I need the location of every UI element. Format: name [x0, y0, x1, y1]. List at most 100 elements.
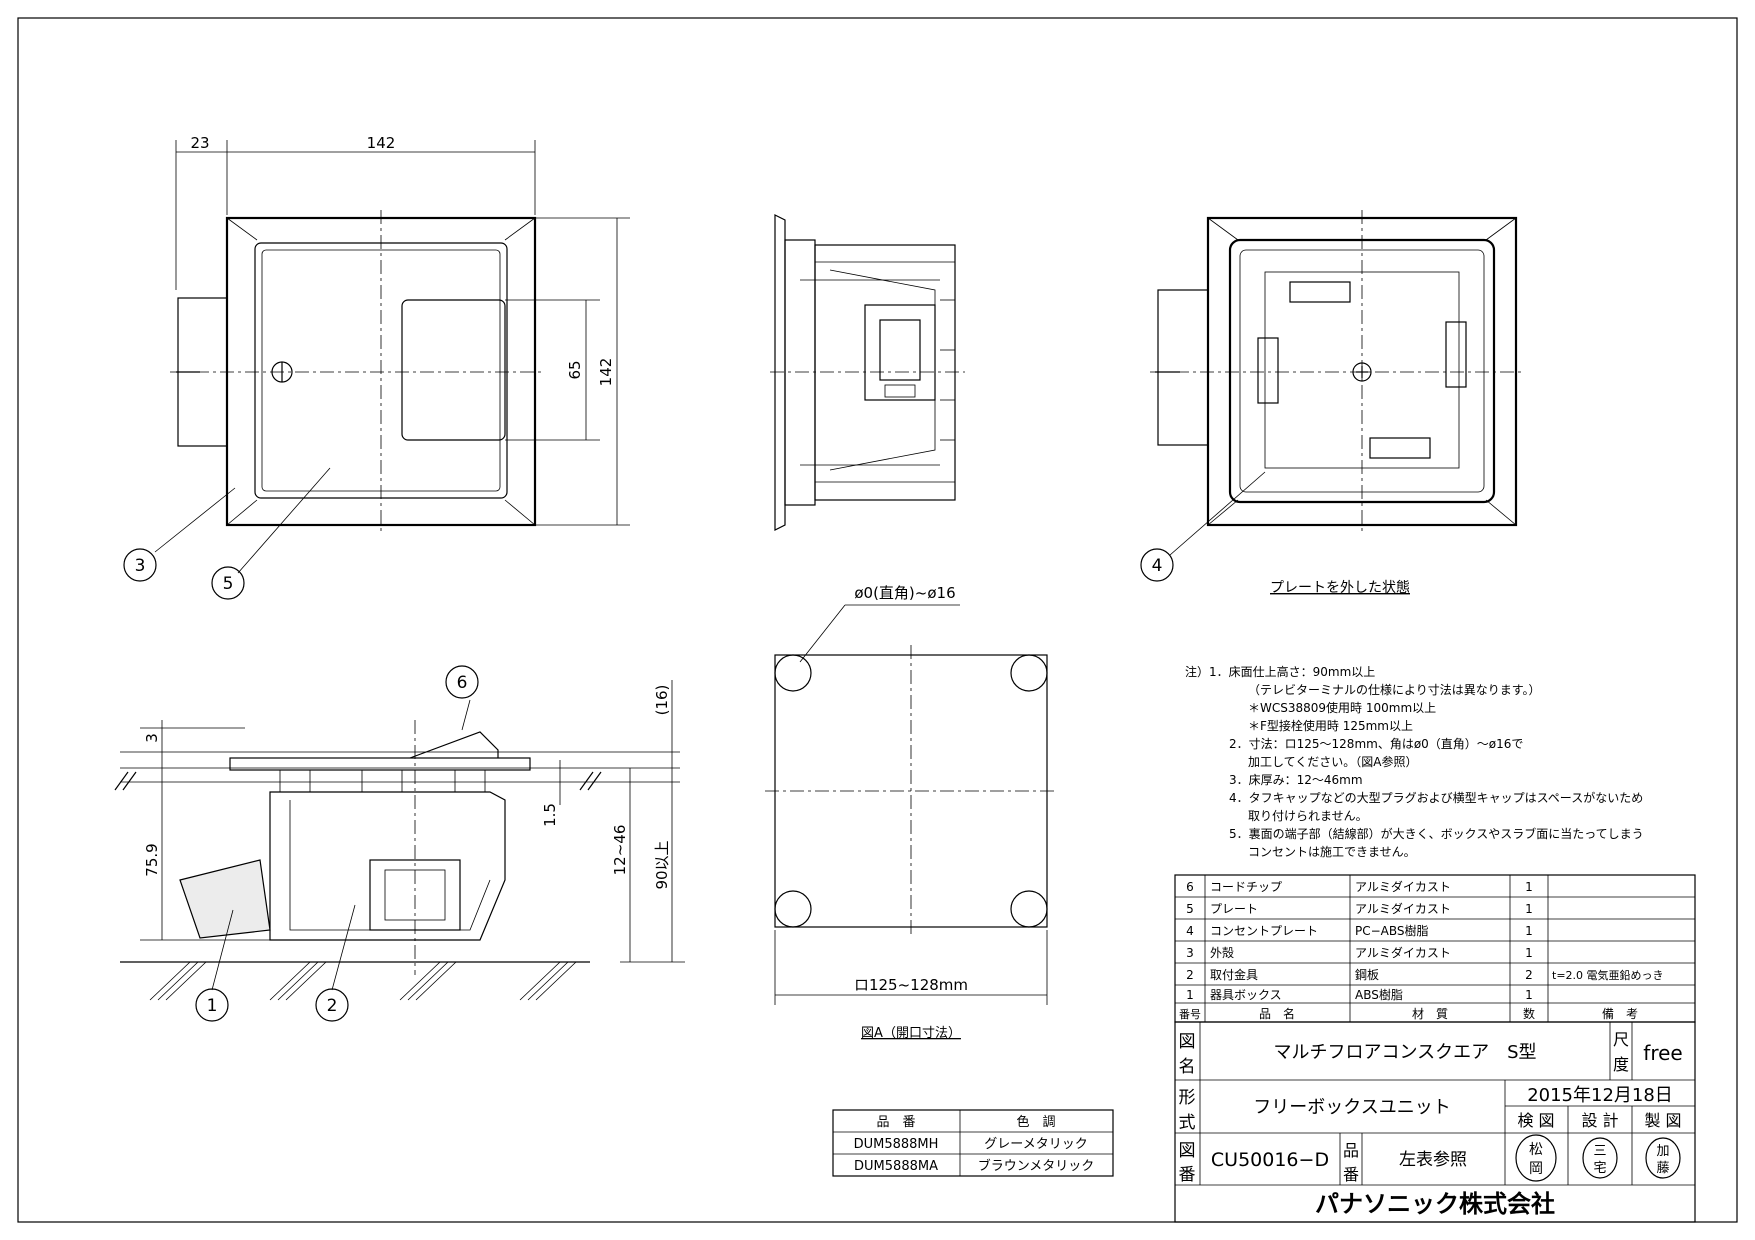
dim-12-46: 12~46: [611, 825, 629, 876]
dim-3: 3: [143, 733, 161, 743]
dim-1-5: 1.5: [541, 803, 559, 827]
title-name: マルチフロアコンスクエア S型: [1273, 1042, 1536, 1063]
variant-table: 品 番 色 調 DUM5888MH グレーメタリック DUM5888MA ブラウ…: [832, 1109, 1114, 1177]
variant-row-2-color: ブラウンメタリック: [978, 1158, 1095, 1174]
variant-header-color: 色 調: [1016, 1114, 1055, 1130]
title-type: フリーボックスユニット: [1253, 1097, 1450, 1118]
note-line-9: 取り付けられません。: [1248, 809, 1368, 823]
balloon-6: 6: [445, 665, 479, 699]
svg-text:2: 2: [1525, 968, 1533, 982]
svg-text:番号: 番号: [1179, 1008, 1201, 1021]
dim-75-9: 75.9: [143, 843, 161, 876]
svg-text:4: 4: [1186, 924, 1194, 938]
svg-text:加: 加: [1656, 1144, 1669, 1159]
balloon-2: 2: [315, 988, 349, 1022]
svg-text:3: 3: [1186, 946, 1194, 960]
svg-text:コードチップ: コードチップ: [1210, 880, 1282, 894]
svg-text:5: 5: [223, 574, 234, 594]
svg-text:アルミダイカスト: アルミダイカスト: [1355, 945, 1451, 960]
svg-text:t=2.0 電気亜鉛めっき: t=2.0 電気亜鉛めっき: [1552, 968, 1664, 982]
stamp-design: 三 宅: [1582, 1137, 1618, 1179]
svg-text:ABS樹脂: ABS樹脂: [1355, 987, 1403, 1002]
svg-text:材 質: 材 質: [1412, 1006, 1448, 1021]
label-name-2: 名: [1179, 1057, 1196, 1077]
svg-text:プレート: プレート: [1210, 902, 1258, 916]
variant-header-number: 品 番: [876, 1115, 915, 1130]
figure-a: [765, 604, 1057, 1005]
variant-row-1-number: DUM5888MH: [854, 1137, 939, 1152]
caption-plate-removed: プレートを外した状態: [1270, 580, 1410, 596]
svg-text:1: 1: [1525, 902, 1533, 916]
note-line-4: ＊F型接栓使用時 125mm以上: [1248, 718, 1413, 733]
svg-text:備 考: 備 考: [1602, 1006, 1638, 1021]
title-check: 検 図: [1517, 1111, 1554, 1130]
svg-text:図: 図: [1179, 1141, 1196, 1161]
label-name-1: 図: [1179, 1032, 1196, 1052]
title-scale: free: [1643, 1041, 1682, 1065]
svg-text:番: 番: [1179, 1165, 1196, 1185]
stamp-draw: 加 藤: [1645, 1137, 1681, 1179]
variant-row-2-number: DUM5888MA: [854, 1159, 938, 1174]
svg-text:1: 1: [1525, 880, 1533, 894]
plate-removed-view: [1150, 210, 1525, 556]
section-view: 3 75.9 1.5 12~46 (16) 90以上: [114, 680, 685, 1001]
svg-text:1: 1: [1525, 924, 1533, 938]
svg-text:アルミダイカスト: アルミダイカスト: [1355, 901, 1451, 916]
svg-text:番: 番: [1343, 1165, 1359, 1184]
top-view: 23 142 65 142: [154, 134, 630, 574]
svg-text:4: 4: [1152, 556, 1163, 576]
svg-text:宅: 宅: [1593, 1161, 1606, 1176]
company-name: パナソニック株式会社: [1315, 1190, 1555, 1218]
balloon-1: 1: [195, 988, 229, 1022]
stamp-check: 松 岡: [1515, 1134, 1557, 1182]
svg-text:岡: 岡: [1529, 1161, 1543, 1177]
dim-16: (16): [653, 685, 671, 716]
title-part: 左表参照: [1399, 1150, 1467, 1170]
sheet-border: [17, 17, 1738, 1223]
dim-142-side: 142: [597, 358, 615, 387]
title-number: CU50016−D: [1211, 1149, 1329, 1171]
svg-text:2: 2: [1186, 968, 1194, 982]
dim-23: 23: [190, 134, 209, 152]
svg-text:松: 松: [1529, 1142, 1543, 1158]
balloon-3: 3: [123, 548, 157, 582]
svg-text:形: 形: [1179, 1088, 1196, 1108]
svg-text:1: 1: [1525, 988, 1533, 1002]
note-line-7: 3．床厚み：12～46mm: [1229, 773, 1363, 787]
dim-hole-corner: ø0(直角)~ø16: [854, 584, 955, 602]
svg-text:品 名: 品 名: [1259, 1006, 1295, 1021]
note-line-6: 加工してください。（図A参照）: [1248, 754, 1418, 769]
title-date: 2015年12月18日: [1527, 1085, 1673, 1106]
note-line-11: コンセントは施工できません。: [1248, 845, 1416, 859]
svg-text:尺: 尺: [1613, 1030, 1629, 1049]
svg-text:鋼板: 鋼板: [1355, 968, 1379, 982]
svg-text:1: 1: [1525, 946, 1533, 960]
svg-text:6: 6: [457, 673, 468, 693]
svg-text:1: 1: [207, 996, 218, 1016]
svg-text:アルミダイカスト: アルミダイカスト: [1355, 879, 1451, 894]
note-line-10: 5．裏面の端子部（結線部）が大きく、ボックスやスラブ面に当たってしまう: [1229, 826, 1644, 841]
svg-text:外殻: 外殻: [1210, 946, 1234, 960]
note-line-8: 4．タフキャップなどの大型プラグおよび横型キャップはスペースがないため: [1229, 790, 1643, 805]
note-line-2: （テレビターミナルの仕様により寸法は異なります。）: [1248, 683, 1541, 697]
dim-142-top: 142: [367, 134, 396, 152]
svg-text:6: 6: [1186, 880, 1194, 894]
balloon-4: 4: [1140, 548, 1174, 582]
title-design: 設 計: [1581, 1111, 1618, 1130]
variant-row-1-color: グレーメタリック: [984, 1137, 1087, 1152]
notes: 注）1．床面仕上高さ：90mm以上 （テレビターミナルの仕様により寸法は異なりま…: [1185, 664, 1644, 859]
title-draw: 製 図: [1644, 1111, 1681, 1130]
svg-text:2: 2: [327, 996, 338, 1016]
svg-text:数: 数: [1523, 1006, 1535, 1021]
svg-text:コンセントプレート: コンセントプレート: [1210, 924, 1318, 938]
dim-65: 65: [566, 360, 584, 379]
title-block: 図 名 形 式 図 番 尺 度 品 番 マルチフロアコンスクエア S型 free…: [1174, 1021, 1696, 1223]
dim-hole-square: ロ125~128mm: [854, 976, 968, 994]
svg-text:取付金具: 取付金具: [1210, 967, 1258, 982]
svg-text:式: 式: [1179, 1113, 1196, 1133]
dim-90: 90以上: [653, 840, 671, 889]
note-line-3: ＊WCS38809使用時 100mm以上: [1248, 700, 1436, 715]
svg-text:度: 度: [1613, 1055, 1629, 1074]
